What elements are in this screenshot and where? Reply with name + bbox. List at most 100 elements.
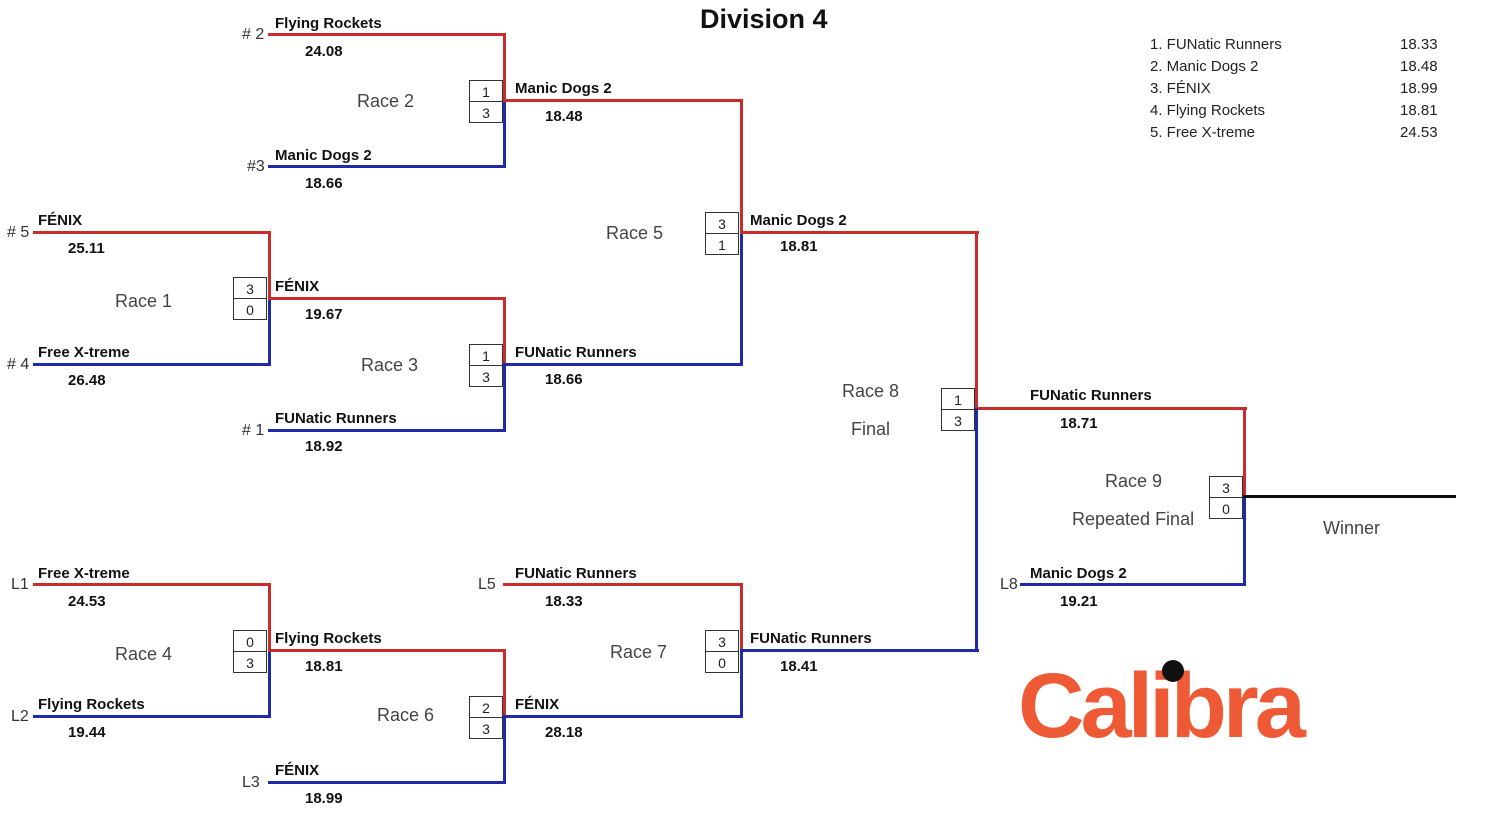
bracket-line (33, 231, 271, 234)
bracket-line (268, 429, 506, 432)
calibra-logo: Calibra (1018, 655, 1306, 757)
team-name: FUNatic Runners (750, 630, 872, 647)
race-label: Race 3 (361, 355, 419, 375)
team-name: FÉNIX (275, 762, 320, 779)
bracket-line (740, 650, 743, 718)
score-box-top: 2 (469, 696, 503, 718)
page-title: Division 4 (700, 4, 828, 34)
team-name: FUNatic Runners (515, 565, 637, 582)
team-time: 19.44 (68, 724, 106, 741)
ranking-time: 18.48 (1400, 58, 1438, 75)
team-name: Manic Dogs 2 (515, 80, 612, 97)
bracket-line (740, 583, 743, 652)
ranking-label: 4. Flying Rockets (1150, 102, 1266, 119)
bracket-line (268, 298, 271, 366)
ranking-time: 18.33 (1400, 36, 1438, 53)
bracket-line (33, 583, 271, 586)
seed-label: # 4 (7, 356, 30, 373)
team-time: 18.66 (545, 371, 583, 388)
score-box-bottom: 3 (469, 717, 503, 739)
team-time: 18.92 (305, 438, 343, 455)
bracket-line (740, 231, 979, 234)
score-box-bottom: 0 (705, 651, 739, 673)
team-time: 18.81 (780, 238, 818, 255)
ranking-time: 24.53 (1400, 124, 1438, 141)
score-box-top: 3 (705, 212, 739, 234)
bracket-line (1020, 583, 1246, 586)
bracket-line (268, 165, 506, 168)
team-name: Free X-treme (38, 344, 130, 361)
score-box-top: 3 (1209, 476, 1243, 498)
score-box-bottom: 0 (233, 298, 267, 320)
seed-label: L2 (11, 708, 29, 725)
race-label: Race 4 (115, 644, 173, 664)
race-label: Race 1 (115, 291, 173, 311)
bracket-line (975, 408, 978, 652)
bracket-line (503, 715, 743, 718)
score-box-top: 1 (941, 388, 975, 410)
bracket-line (503, 297, 506, 366)
ranking-label: 5. Free X-treme (1150, 124, 1256, 141)
bracket-line (503, 100, 506, 168)
team-name: Manic Dogs 2 (275, 147, 372, 164)
team-name: Manic Dogs 2 (750, 212, 847, 229)
score-box-top: 1 (469, 344, 503, 366)
ranking-time: 18.99 (1400, 80, 1438, 97)
bracket-line (503, 583, 743, 586)
team-time: 18.81 (305, 658, 343, 675)
score-box-top: 1 (469, 80, 503, 102)
team-name: Flying Rockets (38, 696, 145, 713)
race-label: Race 7 (610, 642, 668, 662)
score-box-top: 3 (233, 277, 267, 299)
bracket-line (975, 407, 1247, 410)
team-name: FÉNIX (38, 212, 83, 229)
team-name: Manic Dogs 2 (1030, 565, 1127, 582)
seed-label: L5 (478, 576, 496, 593)
score-box-top: 3 (705, 630, 739, 652)
bracket-line (268, 781, 506, 784)
bracket-line (503, 716, 506, 784)
winner-line (1243, 495, 1456, 498)
bracket-line (268, 649, 506, 652)
team-name: FÉNIX (275, 278, 320, 295)
race-label: Race 5 (606, 223, 664, 243)
score-box-bottom: 3 (469, 365, 503, 387)
team-name: Flying Rockets (275, 15, 382, 32)
race-sublabel: Final (851, 419, 891, 439)
bracket-line (1243, 496, 1246, 586)
team-time: 19.67 (305, 306, 343, 323)
seed-label: L3 (242, 774, 260, 791)
bracket-line (503, 649, 506, 718)
seed-label: # 1 (242, 422, 265, 439)
team-time: 25.11 (68, 240, 105, 257)
bracket-line (503, 99, 743, 102)
score-box-bottom: 0 (1209, 497, 1243, 519)
bracket-line (33, 363, 271, 366)
team-time: 19.21 (1060, 593, 1098, 610)
score-box-top: 0 (233, 630, 267, 652)
bracket-line (268, 650, 271, 718)
team-time: 18.71 (1060, 415, 1098, 432)
bracket-line (503, 33, 506, 102)
team-name: FÉNIX (515, 696, 560, 713)
seed-label: #3 (247, 158, 265, 175)
team-time: 18.99 (305, 790, 343, 807)
ranking-label: 3. FÉNIX (1150, 80, 1211, 97)
bracket-line (503, 364, 506, 432)
race-label: Race 2 (357, 91, 415, 111)
team-time: 28.18 (545, 724, 583, 741)
score-box-bottom: 3 (233, 651, 267, 673)
team-time: 18.66 (305, 175, 343, 192)
score-box-bottom: 1 (705, 233, 739, 255)
bracket-line (268, 583, 271, 652)
ranking-label: 1. FUNatic Runners (1150, 36, 1282, 53)
bracket-line (740, 649, 979, 652)
race-label: Race 6 (377, 705, 435, 725)
logo-dot-icon (1162, 660, 1184, 682)
team-name: FUNatic Runners (1030, 387, 1152, 404)
team-time: 18.41 (780, 658, 818, 675)
ranking-label: 2. Manic Dogs 2 (1150, 58, 1259, 75)
team-name: Free X-treme (38, 565, 130, 582)
team-time: 24.08 (305, 43, 343, 60)
winner-label: Winner (1323, 518, 1381, 538)
